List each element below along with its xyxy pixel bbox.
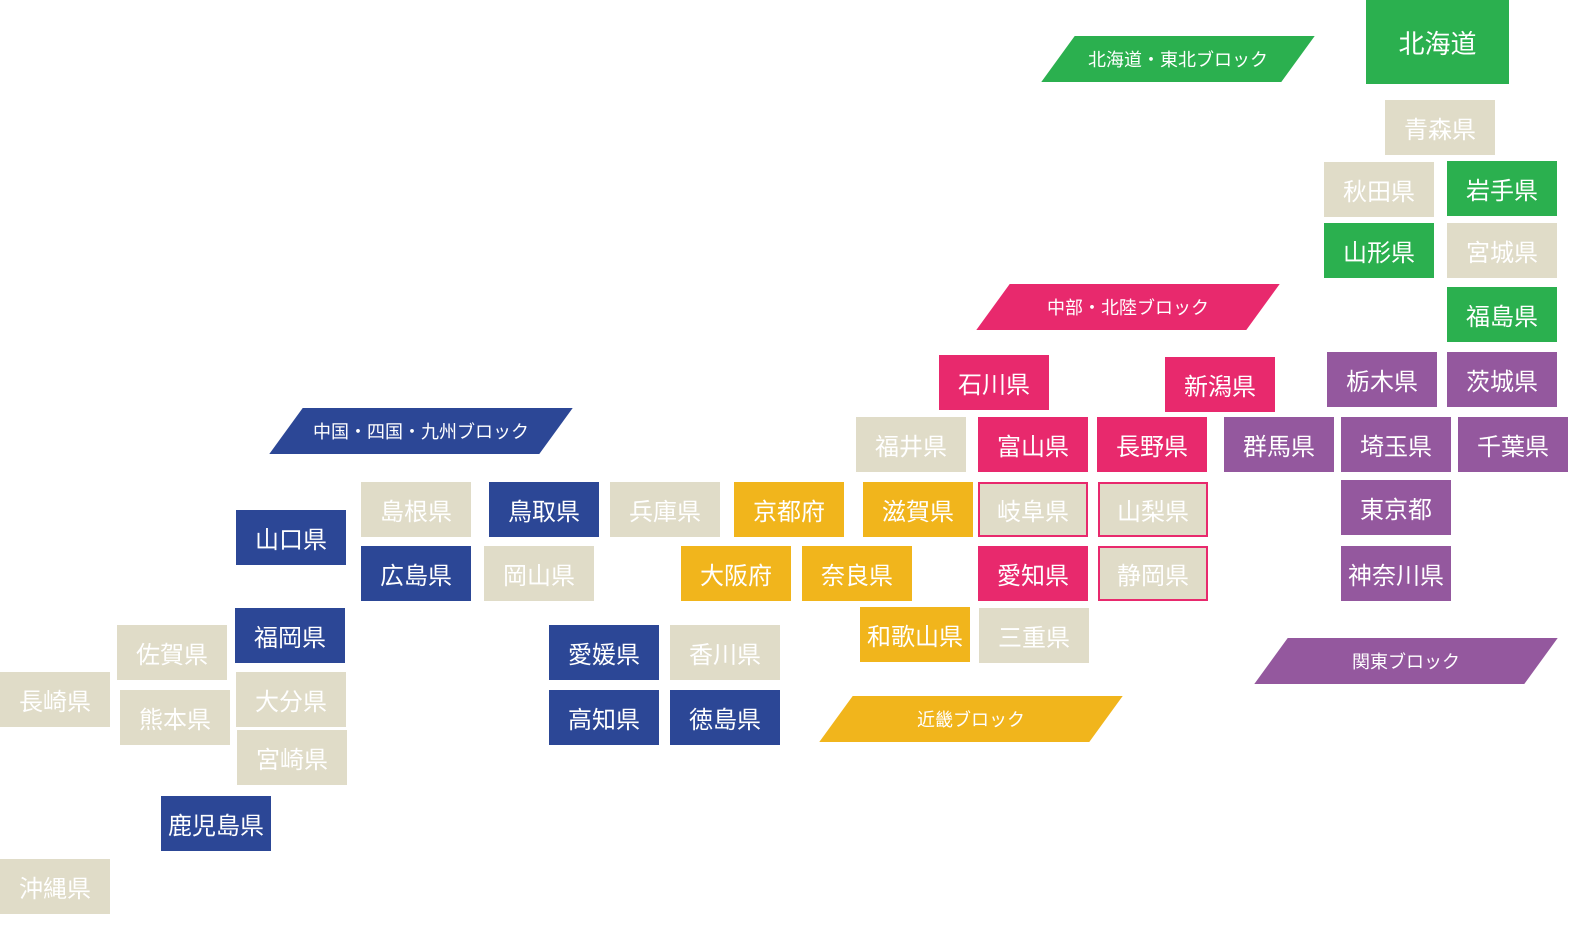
pref-chiba[interactable]: 千葉県 (1458, 417, 1568, 472)
pref-hiroshima[interactable]: 広島県 (361, 546, 471, 601)
pref-ibaraki[interactable]: 茨城県 (1447, 352, 1557, 407)
pref-shiga[interactable]: 滋賀県 (863, 482, 973, 537)
block-label: 中国・四国・九州ブロック (313, 422, 529, 443)
pref-tochigi[interactable]: 栃木県 (1327, 352, 1437, 407)
pref-ehime[interactable]: 愛媛県 (549, 625, 659, 680)
pref-kagawa[interactable]: 香川県 (670, 625, 780, 680)
pref-hyogo[interactable]: 兵庫県 (610, 482, 720, 537)
pref-shizuoka[interactable]: 静岡県 (1098, 546, 1208, 601)
pref-toyama[interactable]: 富山県 (978, 417, 1088, 472)
pref-miyagi[interactable]: 宮城県 (1447, 223, 1557, 278)
pref-akita[interactable]: 秋田県 (1324, 162, 1434, 217)
pref-yamaguchi[interactable]: 山口県 (236, 510, 346, 565)
pref-okayama[interactable]: 岡山県 (484, 546, 594, 601)
block-chubu-hokuriku[interactable]: 中部・北陸ブロック (976, 284, 1280, 330)
pref-tokushima[interactable]: 徳島県 (670, 690, 780, 745)
pref-okinawa[interactable]: 沖縄県 (0, 859, 110, 914)
pref-fukui[interactable]: 福井県 (856, 417, 966, 472)
block-chugoku-shikoku-kyushu[interactable]: 中国・四国・九州ブロック (269, 408, 573, 454)
pref-kyoto[interactable]: 京都府 (734, 482, 844, 537)
pref-kagoshima[interactable]: 鹿児島県 (161, 796, 271, 851)
block-hokkaido-tohoku[interactable]: 北海道・東北ブロック (1041, 36, 1315, 82)
pref-osaka[interactable]: 大阪府 (681, 546, 791, 601)
pref-oita[interactable]: 大分県 (236, 672, 346, 727)
block-kinki[interactable]: 近畿ブロック (819, 696, 1123, 742)
pref-nagano[interactable]: 長野県 (1097, 417, 1207, 472)
block-kanto[interactable]: 関東ブロック (1254, 638, 1558, 684)
pref-tottori[interactable]: 鳥取県 (489, 482, 599, 537)
pref-saga[interactable]: 佐賀県 (117, 625, 227, 680)
pref-kanagawa[interactable]: 神奈川県 (1341, 546, 1451, 601)
pref-wakayama[interactable]: 和歌山県 (860, 607, 970, 662)
pref-nara[interactable]: 奈良県 (802, 546, 912, 601)
pref-niigata[interactable]: 新潟県 (1165, 357, 1275, 412)
pref-kumamoto[interactable]: 熊本県 (120, 690, 230, 745)
pref-gifu[interactable]: 岐阜県 (978, 482, 1088, 537)
pref-hokkaido[interactable]: 北海道 (1366, 0, 1509, 84)
block-label: 中部・北陸ブロック (1047, 298, 1209, 319)
pref-yamagata[interactable]: 山形県 (1324, 223, 1434, 278)
pref-fukushima[interactable]: 福島県 (1447, 287, 1557, 342)
pref-fukuoka[interactable]: 福岡県 (235, 608, 345, 663)
pref-gunma[interactable]: 群馬県 (1224, 417, 1334, 472)
pref-kochi[interactable]: 高知県 (549, 690, 659, 745)
pref-tokyo[interactable]: 東京都 (1341, 480, 1451, 535)
pref-yamanashi[interactable]: 山梨県 (1098, 482, 1208, 537)
pref-miyazaki[interactable]: 宮崎県 (237, 730, 347, 785)
block-label: 北海道・東北ブロック (1088, 50, 1268, 71)
block-label: 関東ブロック (1352, 652, 1460, 673)
pref-saitama[interactable]: 埼玉県 (1341, 417, 1451, 472)
block-label: 近畿ブロック (917, 710, 1025, 731)
pref-ishikawa[interactable]: 石川県 (939, 355, 1049, 410)
pref-shimane[interactable]: 島根県 (361, 482, 471, 537)
pref-iwate[interactable]: 岩手県 (1447, 161, 1557, 216)
pref-mie[interactable]: 三重県 (979, 608, 1089, 663)
pref-aomori[interactable]: 青森県 (1385, 100, 1495, 155)
pref-nagasaki[interactable]: 長崎県 (0, 672, 110, 727)
pref-aichi[interactable]: 愛知県 (978, 546, 1088, 601)
